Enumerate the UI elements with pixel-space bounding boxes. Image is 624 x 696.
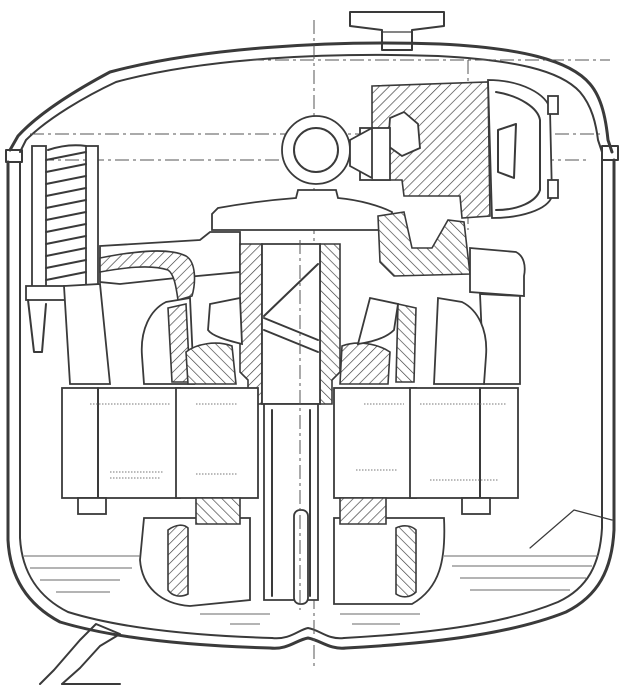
rotor-windings-upper bbox=[140, 296, 488, 385]
crankcase-frame bbox=[63, 189, 526, 385]
top-terminal-stub bbox=[349, 11, 445, 51]
cylinder-head bbox=[359, 79, 559, 219]
hermetic-shell bbox=[5, 41, 619, 650]
motor-stator bbox=[61, 387, 519, 515]
rotor-windings-lower bbox=[139, 497, 446, 607]
oil-sump bbox=[24, 509, 613, 625]
piston-connecting-rod bbox=[281, 115, 373, 185]
crankshaft bbox=[239, 240, 341, 610]
mounting-foot bbox=[39, 623, 121, 685]
